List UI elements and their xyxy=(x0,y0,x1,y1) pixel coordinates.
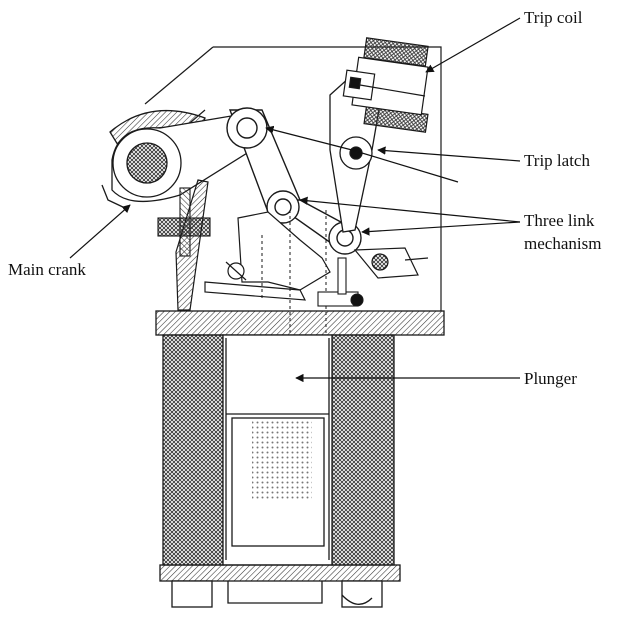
label-three-link-line1: Three link xyxy=(524,211,595,230)
three-link-leader-top xyxy=(265,125,459,183)
side-plate xyxy=(175,179,209,311)
label-plunger: Plunger xyxy=(524,369,577,388)
trip-coil xyxy=(342,37,429,133)
label-trip-latch: Trip latch xyxy=(524,151,590,170)
label-main-crank: Main crank xyxy=(8,260,86,279)
latch-body xyxy=(204,211,429,301)
label-three-link-line2: mechanism xyxy=(524,234,602,253)
three-link-leader-mid xyxy=(299,196,521,223)
top-plate xyxy=(155,310,445,336)
bottom-plate xyxy=(159,564,401,608)
trip-latch-leader xyxy=(377,146,521,162)
closing-solenoid xyxy=(162,334,395,566)
stop-block xyxy=(317,257,364,307)
leader-lines xyxy=(69,17,521,383)
label-trip-coil: Trip coil xyxy=(524,8,583,27)
three-link-leader-low xyxy=(361,221,521,236)
main-crank-leader xyxy=(69,204,131,259)
trip-coil-leader xyxy=(425,17,521,73)
